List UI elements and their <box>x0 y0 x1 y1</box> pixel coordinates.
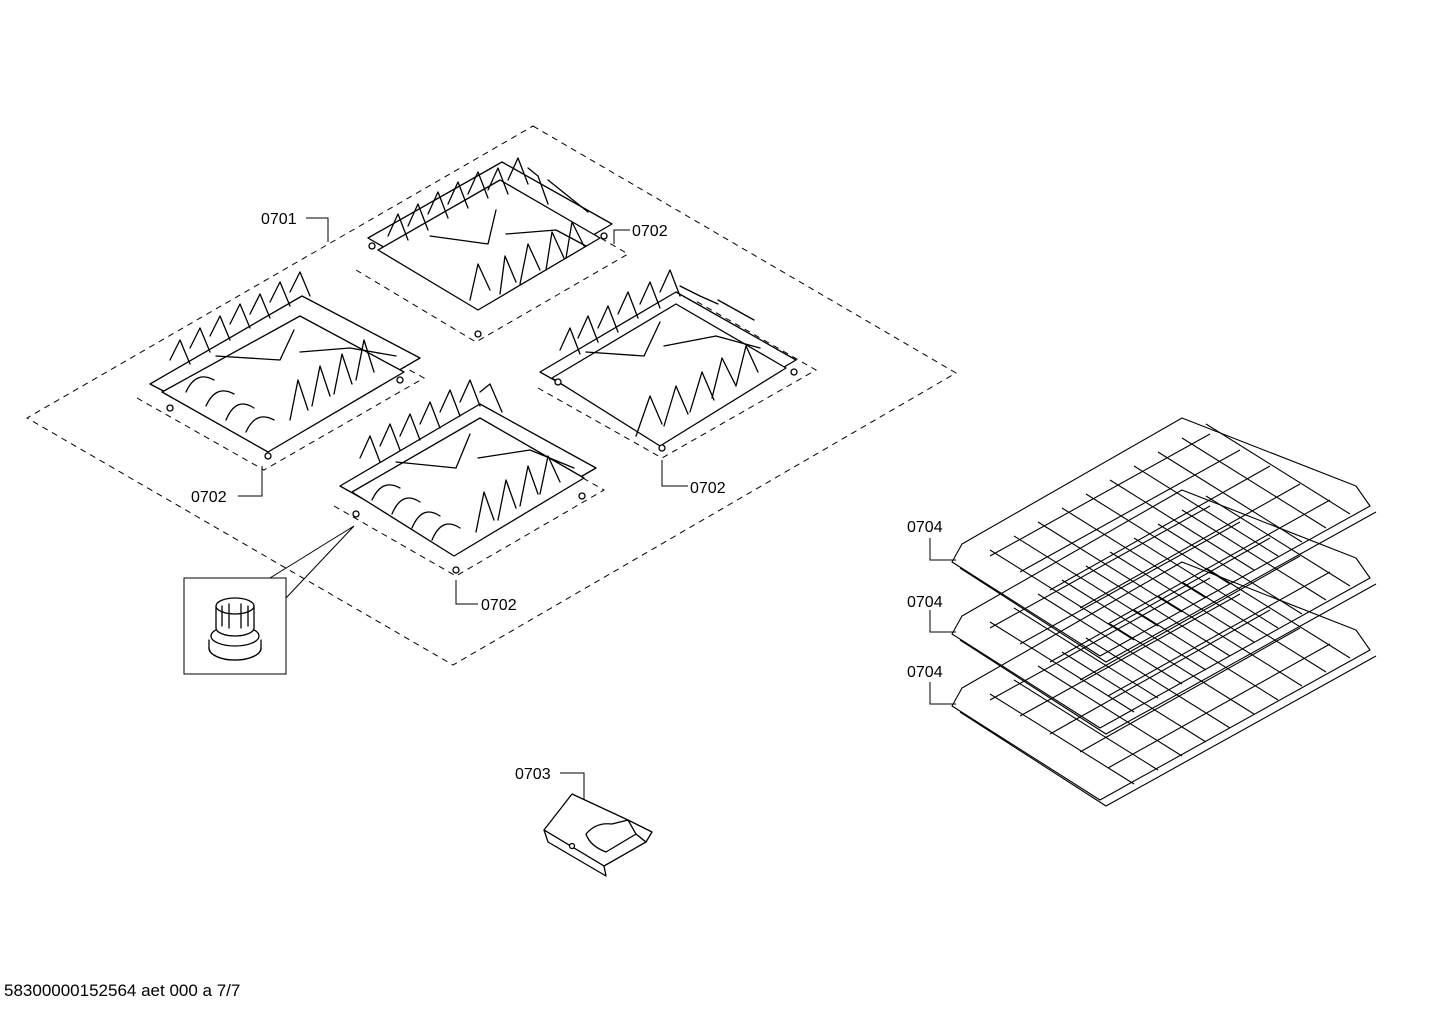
leader-lines <box>238 217 956 800</box>
callout-0702-front: 0702 <box>481 597 517 614</box>
callout-0701: 0701 <box>261 211 297 228</box>
oven-rack-2[interactable] <box>951 489 1377 735</box>
foot-detail-inset <box>183 525 355 675</box>
grate-top[interactable] <box>355 157 629 343</box>
grate-right[interactable] <box>537 269 818 459</box>
callout-0702-left: 0702 <box>191 489 227 506</box>
callout-0704-3: 0704 <box>907 664 943 681</box>
callout-0702-right: 0702 <box>690 480 726 497</box>
oven-rack-3[interactable] <box>951 561 1377 807</box>
callout-0702-top: 0702 <box>632 223 668 240</box>
hob-outline-dashed <box>26 125 957 666</box>
grate-left[interactable] <box>136 271 426 471</box>
bracket[interactable] <box>543 793 653 877</box>
callout-0704-2: 0704 <box>907 594 943 611</box>
grate-front[interactable] <box>333 379 606 577</box>
document-number: 583000001525​64 aet 000 a 7/7 <box>4 981 241 1000</box>
callout-0704-1: 0704 <box>907 519 943 536</box>
callout-0703: 0703 <box>515 766 551 783</box>
oven-rack-1[interactable] <box>951 417 1377 663</box>
